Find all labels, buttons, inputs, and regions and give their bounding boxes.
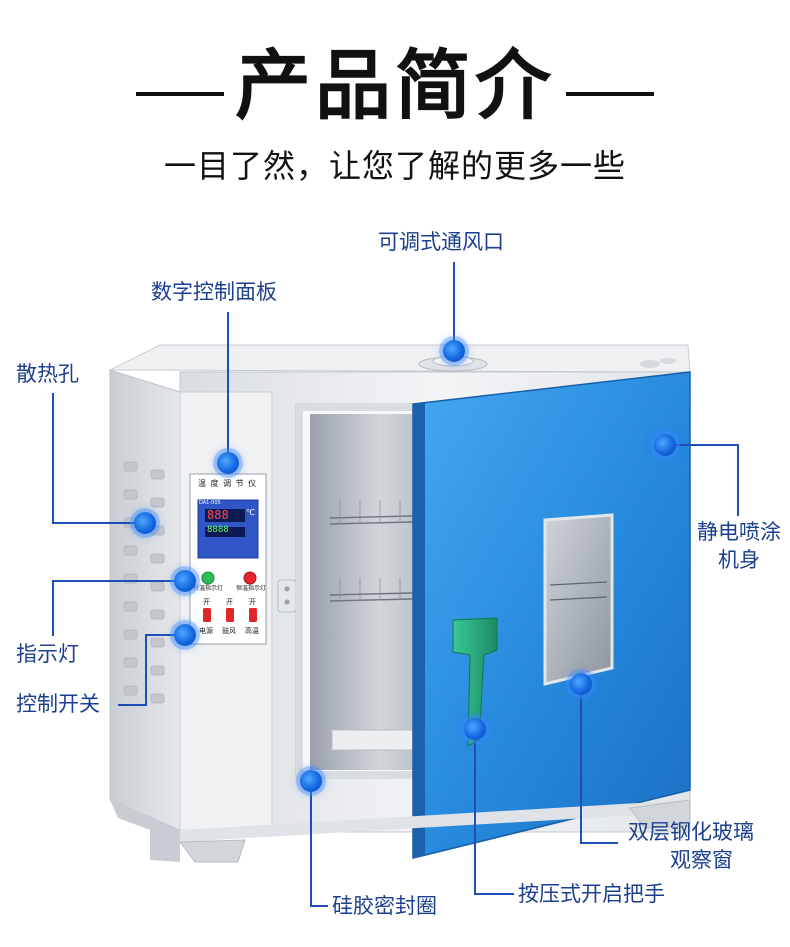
label-coating-2: 机身 [718,548,760,572]
door-handle [452,617,498,747]
lamp-label-constant: 恒温指示灯 [236,585,267,592]
label-seal: 硅胶密封圈 [332,894,437,918]
switch-top-label-2: 开 [226,598,233,606]
switch-label-high-temp: 高温 [245,627,259,635]
page-title: 产品简介 [235,41,555,130]
right-foot [629,799,691,829]
hinge [277,579,297,613]
leader-indicator-v [52,580,54,636]
oven-left-side [109,369,181,831]
header: 产品简介 [0,30,790,140]
handle-marker [464,718,486,740]
leader-heat-holes-v [52,393,54,523]
label-panel: 数字控制面板 [151,280,277,304]
leader-seal-h [310,905,328,907]
readout-top: 888 [207,508,229,522]
label-heat-holes: 散热孔 [16,362,79,386]
leader-coating-h [664,444,738,446]
switch-marker [174,624,196,646]
leader-glass-v [580,683,582,843]
label-switch: 控制开关 [16,692,100,716]
coating-marker [654,434,676,456]
lamp-label-heating: 升温指示灯 [193,585,224,592]
high-temp-switch [249,608,257,622]
leader-vent [453,262,455,350]
label-glass-2: 观察窗 [670,848,733,872]
leader-handle-v [474,728,476,894]
panel-marker [217,452,239,474]
oven-base [180,800,690,842]
vent-marker [443,340,465,362]
label-glass-1: 双层钢化玻璃 [628,820,754,844]
switch-top-label-3: 开 [249,598,256,606]
blower-switch [226,608,234,622]
leader-handle-h [474,893,514,895]
panel-model: DA1-005 [199,500,221,506]
page-subtitle: 一目了然，让您了解的更多一些 [163,147,626,185]
title-rule-right [566,92,654,96]
label-coating-1: 静电喷涂 [697,520,781,544]
label-handle: 按压式开启把手 [518,882,665,906]
constant-temp-indicator-lamp [243,571,257,585]
heat-holes-marker [134,512,156,534]
heating-indicator-lamp [201,571,215,585]
leader-switch-v [145,634,147,706]
left-foot [179,839,246,863]
leader-switch-h [145,634,185,636]
glass-marker [570,673,592,695]
leader-coating-v [737,444,739,516]
indicator-marker [174,570,196,592]
leader-switch-h2 [118,704,146,706]
readout-bottom: 8888 [207,525,229,535]
label-vent: 可调式通风口 [378,230,504,254]
power-switch [203,608,211,622]
seal-marker [300,770,322,792]
leader-glass-h [580,842,618,844]
leader-indicator-h [52,580,184,582]
title-rule-left [136,92,224,96]
leader-seal-v [310,780,312,906]
switch-label-power: 电源 [199,627,213,635]
switch-label-blower: 鼓风 [222,627,236,635]
panel-title: 温 度 调 节 仪 [198,479,258,488]
observation-window [543,513,614,686]
switch-top-label-1: 开 [203,598,210,606]
label-indicator: 指示灯 [16,642,79,666]
leader-panel [227,312,229,462]
oven-top [109,344,691,373]
readout-unit: ℃ [246,508,255,517]
leader-heat-holes-h [52,522,144,524]
